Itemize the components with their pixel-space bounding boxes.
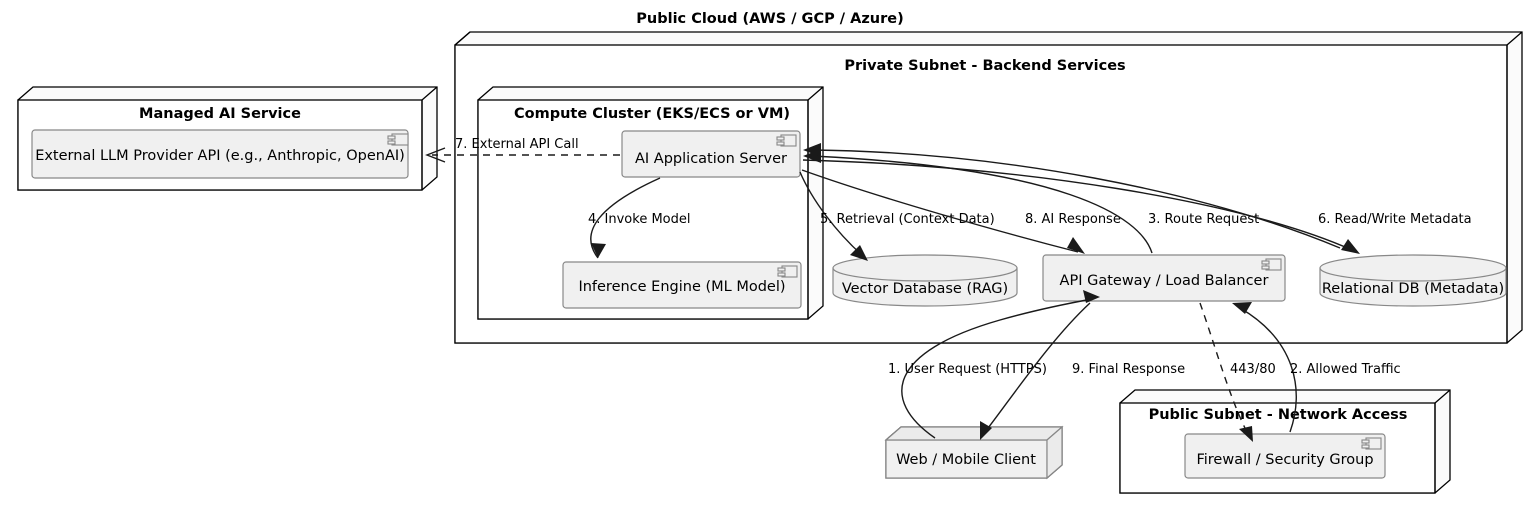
public-cloud-title: Public Cloud (AWS / GCP / Azure) <box>636 11 903 27</box>
component-firewall[interactable]: Firewall / Security Group <box>1184 433 1386 479</box>
api-gateway-label: API Gateway / Load Balancer <box>1060 273 1269 289</box>
component-icon <box>777 265 798 278</box>
edge-label-5: 5. Retrieval (Context Data) <box>820 212 995 227</box>
component-icon <box>1361 437 1382 450</box>
node-web-client[interactable]: Web / Mobile Client <box>884 425 1064 480</box>
relational-db-label: Relational DB (Metadata) <box>1322 281 1504 297</box>
edge-route-request: 3. Route Request <box>803 149 1259 254</box>
component-inference-engine[interactable]: Inference Engine (ML Model) <box>562 261 802 309</box>
edge-label-6: 6. Read/Write Metadata <box>1318 212 1472 227</box>
managed-ai-service-title: Managed AI Service <box>139 106 301 122</box>
component-icon <box>1261 258 1282 271</box>
edge-443-80: 443/80 <box>1199 302 1276 442</box>
edge-allowed-traffic: 2. Allowed Traffic <box>1232 302 1401 433</box>
edge-label-8: 8. AI Response <box>1025 212 1121 227</box>
edge-label-3: 3. Route Request <box>1148 212 1259 227</box>
vector-db-label: Vector Database (RAG) <box>842 281 1008 297</box>
inference-engine-label: Inference Engine (ML Model) <box>578 279 785 295</box>
compute-cluster-title: Compute Cluster (EKS/ECS or VM) <box>514 106 790 122</box>
component-icon <box>387 133 409 146</box>
edge-ai-response: 8. AI Response <box>801 169 1121 254</box>
edge-readwrite-metadata: 6. Read/Write Metadata <box>802 143 1472 254</box>
edge-label-2: 2. Allowed Traffic <box>1290 362 1401 377</box>
edge-external-api-call: 7. External API Call <box>425 137 620 163</box>
public-subnet-title: Public Subnet - Network Access <box>1149 407 1408 423</box>
edge-invoke-model: 4. Invoke Model <box>588 177 690 259</box>
web-client-label: Web / Mobile Client <box>896 452 1036 468</box>
edge-label-7: 7. External API Call <box>455 137 579 152</box>
edge-retrieval: 5. Retrieval (Context Data) <box>799 171 995 261</box>
edge-user-request: 1. User Request (HTTPS) <box>888 290 1100 439</box>
component-ai-app-server[interactable]: AI Application Server <box>621 130 801 178</box>
firewall-label: Firewall / Security Group <box>1196 452 1373 468</box>
ai-app-server-label: AI Application Server <box>635 151 787 167</box>
private-subnet-title: Private Subnet - Backend Services <box>844 58 1125 74</box>
component-api-gateway[interactable]: API Gateway / Load Balancer <box>1042 254 1286 302</box>
edge-label-10: 443/80 <box>1230 362 1276 377</box>
external-llm-label: External LLM Provider API (e.g., Anthrop… <box>35 148 405 164</box>
database-vector-db[interactable]: Vector Database (RAG) <box>832 254 1018 307</box>
edge-label-9: 9. Final Response <box>1072 362 1185 377</box>
component-external-llm[interactable]: External LLM Provider API (e.g., Anthrop… <box>31 129 409 179</box>
edge-final-response: 9. Final Response <box>980 302 1185 440</box>
component-icon <box>776 134 797 147</box>
edge-label-4: 4. Invoke Model <box>588 212 690 227</box>
database-relational-db[interactable]: Relational DB (Metadata) <box>1319 254 1507 307</box>
edge-label-1: 1. User Request (HTTPS) <box>888 362 1047 377</box>
